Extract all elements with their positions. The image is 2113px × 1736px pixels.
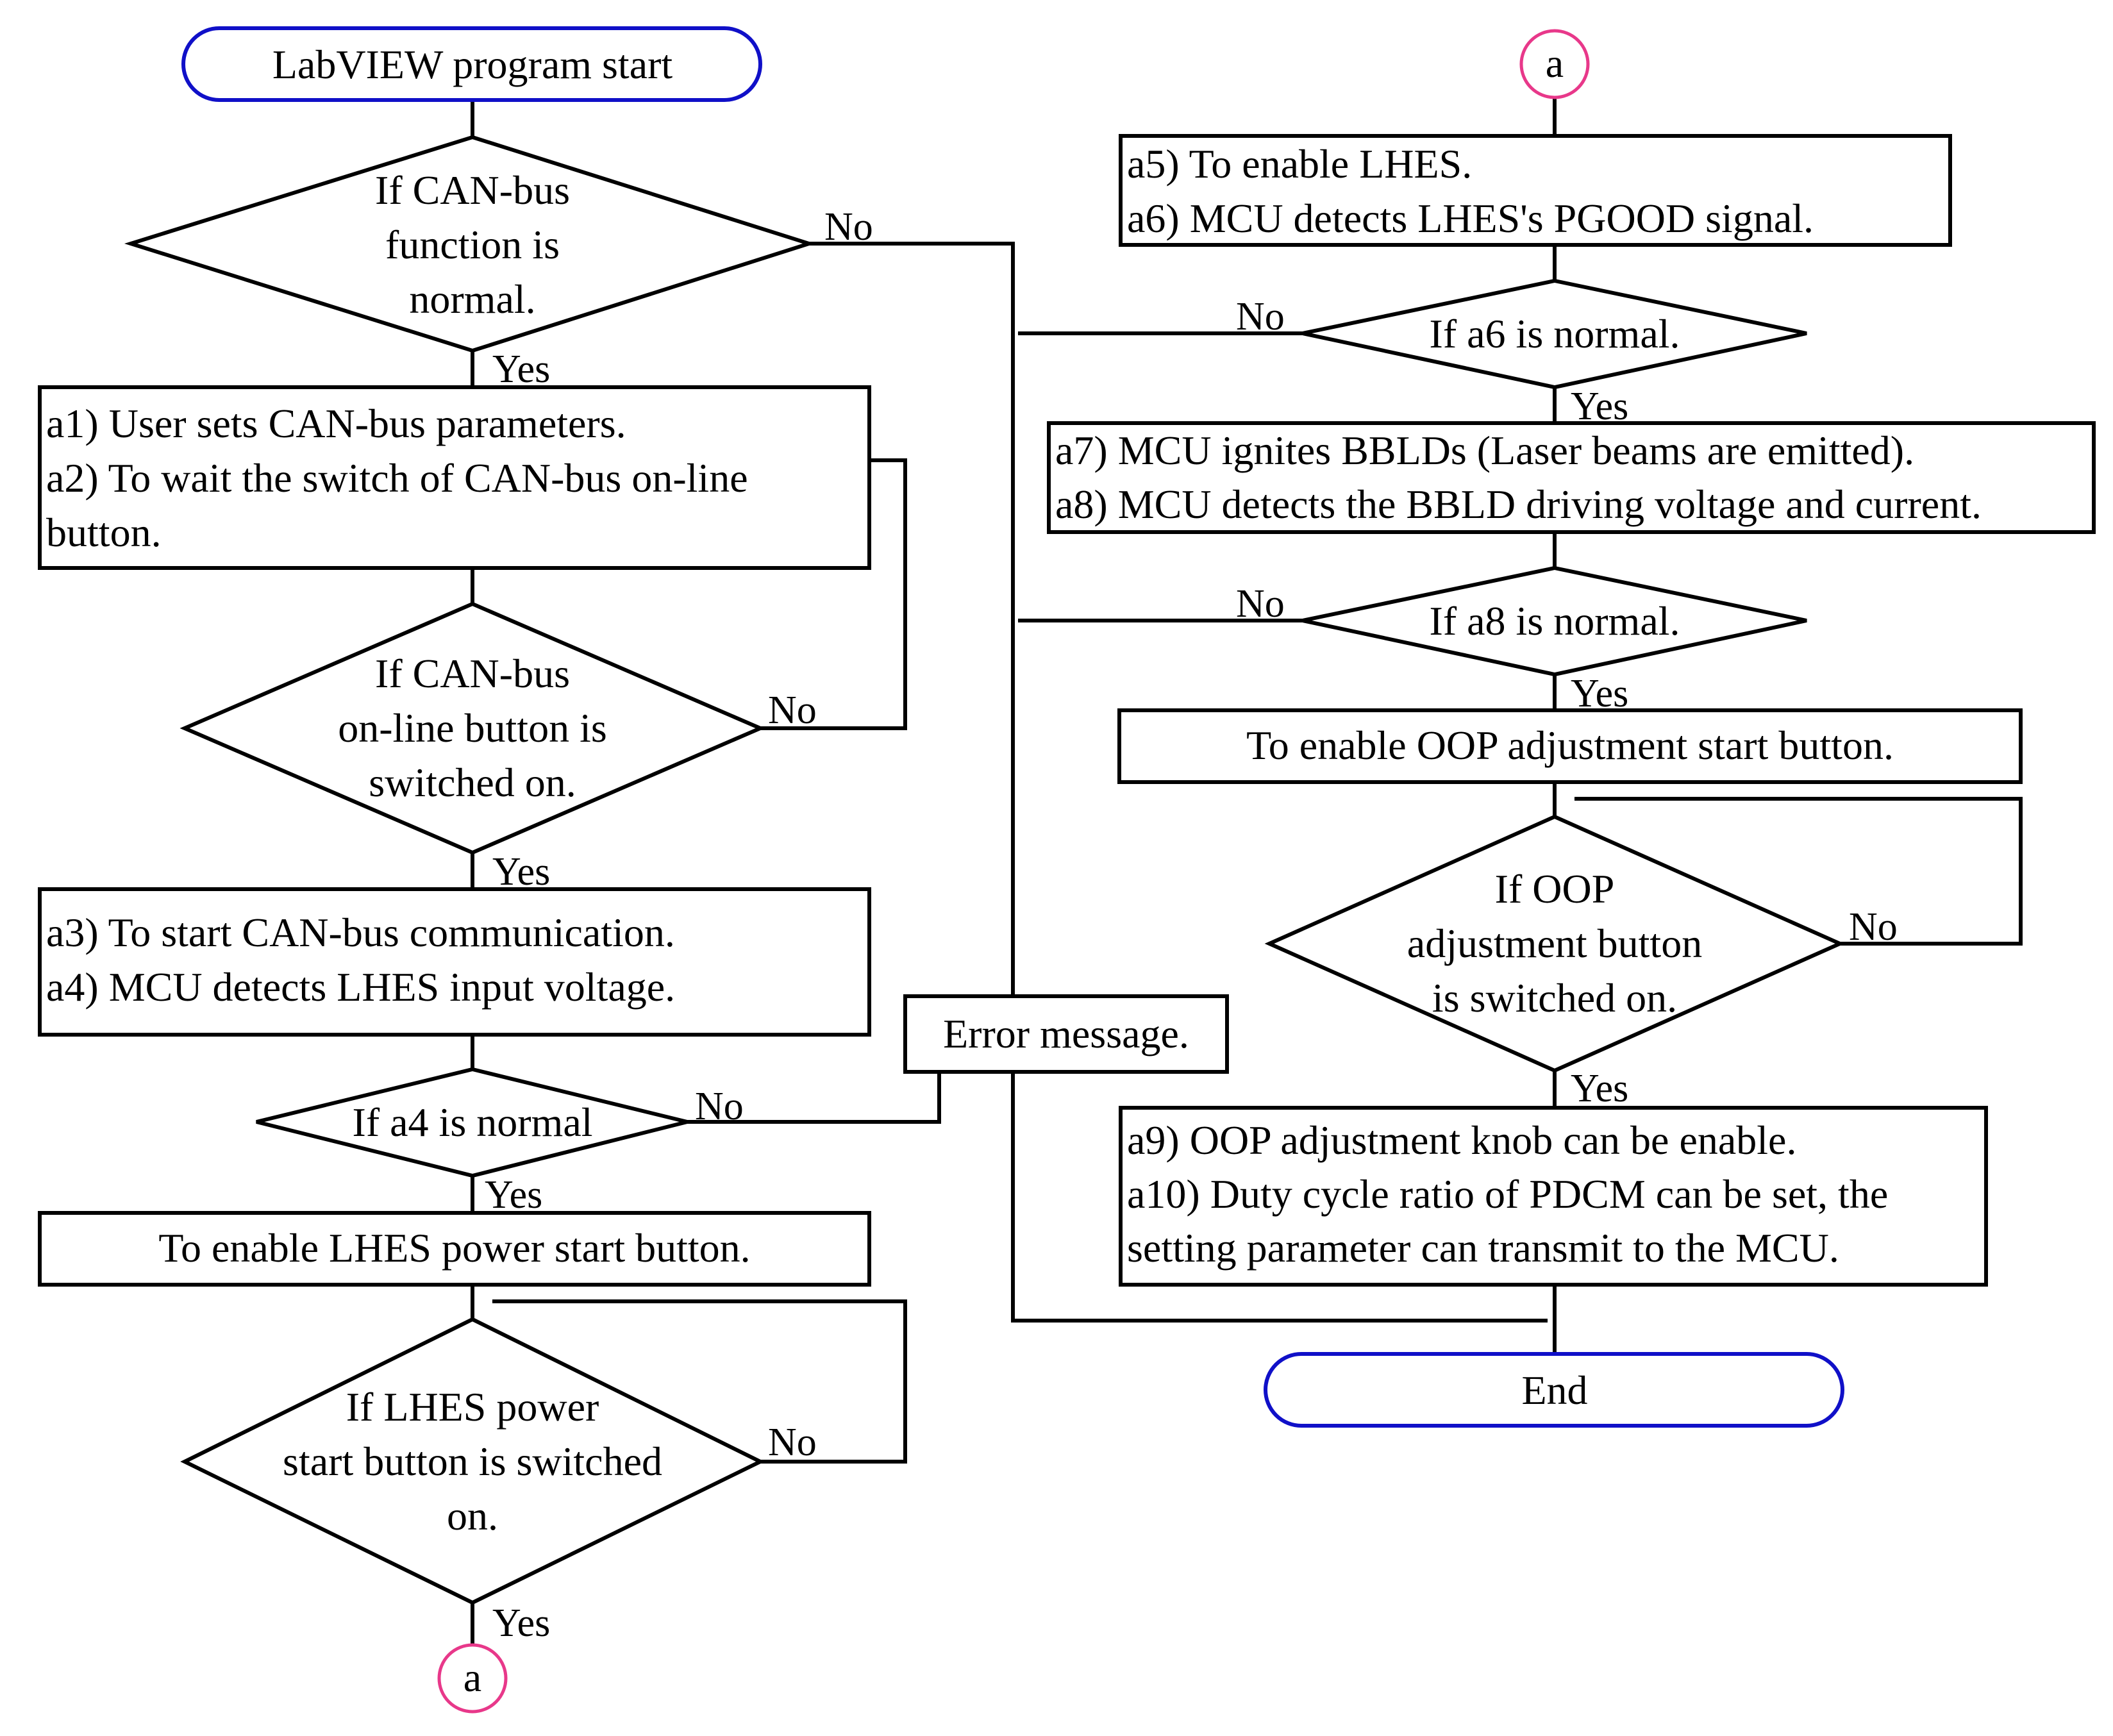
edge-lhes-no-loop	[492, 1299, 907, 1464]
edge-a4-no	[687, 1071, 941, 1124]
a7a8-line-2: a8) MCU detects the BBLD driving voltage…	[1055, 481, 1982, 527]
a3a4-line-2: a4) MCU detects LHES input voltage.	[46, 964, 675, 1010]
end-terminator: End	[1264, 1352, 1844, 1428]
edge-labels: No Yes No Yes No Yes No Yes No Yes No Ye…	[485, 205, 1898, 1645]
oop-decision: If OOP adjustment button is switched on.	[1264, 814, 1845, 1073]
edge-error-to-end	[1011, 1072, 1548, 1323]
end-label: End	[1521, 1367, 1587, 1413]
start-label: LabVIEW program start	[272, 42, 673, 87]
label-lhes-no: No	[768, 1421, 817, 1464]
lhes-button-label: To enable LHES power start button.	[158, 1225, 750, 1271]
error-message-box: Error message.	[903, 994, 1229, 1074]
a5a6-line-1: a5) To enable LHES.	[1127, 141, 1472, 187]
oop-button-process: To enable OOP adjustment start button.	[1117, 708, 2023, 784]
label-canbus-no: No	[824, 205, 873, 249]
right-column: a a5) To enable LHES. a6) MCU detects LH…	[1047, 29, 2096, 1428]
label-oop-yes: Yes	[1571, 1067, 1628, 1110]
a7a8-line-1: a7) MCU ignites BBLDs (Laser beams are e…	[1055, 428, 1914, 473]
edge-canbus-no	[809, 242, 1015, 996]
label-a8-no: No	[1236, 582, 1285, 626]
a5a6-process: a5) To enable LHES. a6) MCU detects LHES…	[1119, 134, 1952, 247]
a6-decision-label: If a6 is normal.	[1430, 311, 1680, 356]
online-decision: If CAN-bus on-line button is switched on…	[180, 601, 765, 855]
oop-button-label: To enable OOP adjustment start button.	[1246, 722, 1894, 768]
oop-decision-line-1: If OOP	[1495, 866, 1615, 912]
a3a4-process: a3) To start CAN-bus communication. a4) …	[38, 887, 871, 1037]
canbus-decision-line-3: normal.	[409, 276, 535, 322]
lhes-decision-line-3: on.	[447, 1493, 498, 1539]
a9a10-line-1: a9) OOP adjustment knob can be enable.	[1127, 1117, 1796, 1163]
a9a10-line-3: setting parameter can transmit to the MC…	[1127, 1225, 1839, 1271]
canbus-decision: If CAN-bus function is normal.	[124, 135, 815, 353]
online-decision-line-2: on-line button is	[338, 705, 607, 751]
a1a2-process: a1) User sets CAN-bus parameters. a2) To…	[38, 385, 871, 570]
lhes-decision-line-2: start button is switched	[283, 1439, 662, 1484]
label-a6-yes: Yes	[1571, 385, 1628, 428]
lhes-decision-line-1: If LHES power	[346, 1384, 599, 1430]
a8-decision-label: If a8 is normal.	[1430, 598, 1680, 644]
a8-decision: If a8 is normal.	[1302, 565, 1807, 677]
label-a4-no: No	[695, 1085, 744, 1128]
a7a8-process: a7) MCU ignites BBLDs (Laser beams are e…	[1047, 421, 2096, 534]
connector-a-top: a	[1519, 29, 1590, 99]
a3a4-line-1: a3) To start CAN-bus communication.	[46, 910, 675, 955]
label-canbus-yes: Yes	[492, 347, 550, 391]
label-a8-yes: Yes	[1571, 672, 1628, 715]
a4-decision-label: If a4 is normal	[353, 1099, 593, 1145]
a1a2-line-1: a1) User sets CAN-bus parameters.	[46, 401, 626, 446]
connector-a-bottom: a	[437, 1643, 508, 1714]
edge-oop-no-loop	[1574, 797, 2023, 946]
online-decision-line-3: switched on.	[369, 760, 576, 805]
canbus-decision-line-1: If CAN-bus	[375, 167, 570, 213]
label-online-yes: Yes	[492, 850, 550, 894]
error-message-label: Error message.	[943, 1011, 1189, 1056]
a9a10-line-2: a10) Duty cycle ratio of PDCM can be set…	[1127, 1171, 1888, 1217]
lhes-button-process: To enable LHES power start button.	[38, 1211, 871, 1287]
a1a2-line-2: a2) To wait the switch of CAN-bus on-lin…	[46, 455, 748, 501]
a6-decision: If a6 is normal.	[1302, 278, 1807, 390]
a4-decision: If a4 is normal	[256, 1067, 688, 1178]
a1a2-line-3: button.	[46, 510, 162, 555]
label-oop-no: No	[1849, 905, 1898, 949]
left-column: LabVIEW program start If CAN-bus functio…	[38, 26, 871, 1714]
start-terminator: LabVIEW program start	[181, 26, 762, 102]
online-decision-line-1: If CAN-bus	[375, 651, 570, 696]
label-a4-yes: Yes	[485, 1173, 542, 1217]
edge-online-no-loop	[760, 458, 907, 730]
oop-decision-line-2: adjustment button	[1407, 921, 1702, 966]
connector-a-top-label: a	[1546, 40, 1564, 86]
label-online-no: No	[768, 689, 817, 732]
a5a6-line-2: a6) MCU detects LHES's PGOOD signal.	[1127, 196, 1814, 241]
canbus-decision-line-2: function is	[385, 222, 560, 267]
lhes-decision: If LHES power start button is switched o…	[180, 1317, 765, 1605]
connector-lines	[471, 99, 2023, 1646]
label-a6-no: No	[1236, 295, 1285, 338]
connector-a-bottom-label: a	[464, 1655, 481, 1700]
label-lhes-yes: Yes	[492, 1601, 550, 1645]
a9a10-process: a9) OOP adjustment knob can be enable. a…	[1119, 1106, 1988, 1287]
oop-decision-line-3: is switched on.	[1432, 975, 1677, 1021]
